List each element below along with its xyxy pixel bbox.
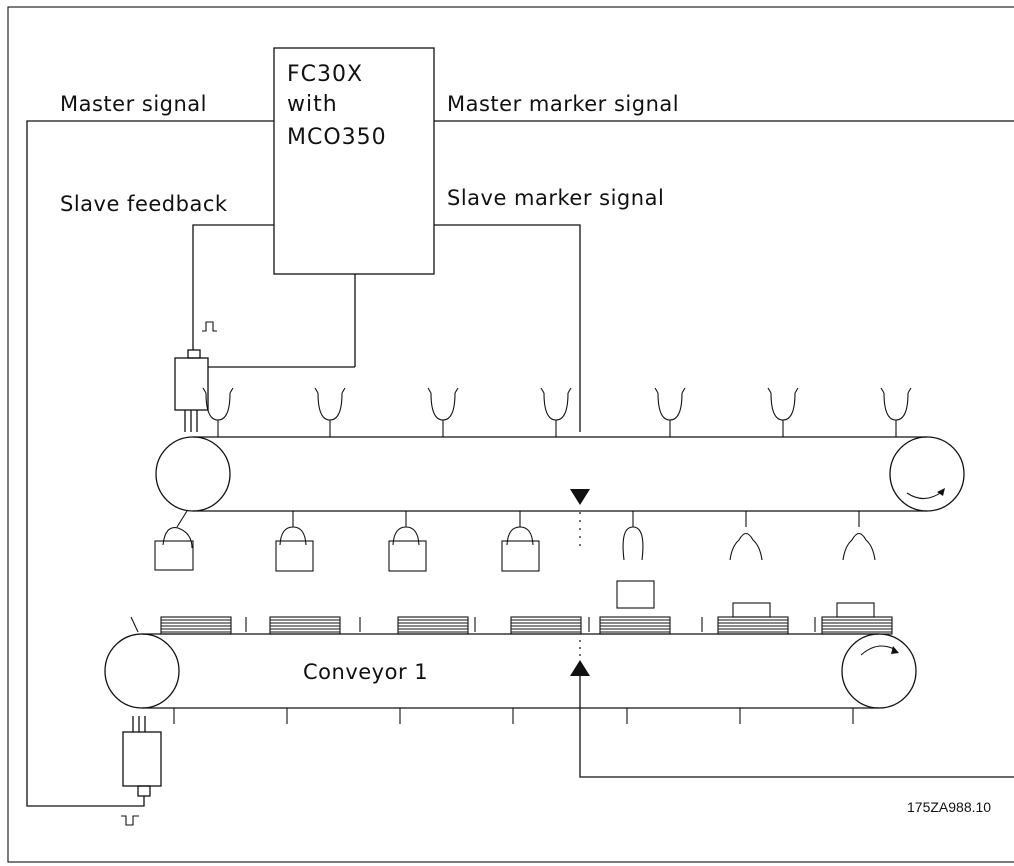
conveyor-items bbox=[130, 602, 893, 635]
square-pulse-icon bbox=[202, 321, 217, 332]
figure-reference: 175ZA988.10 bbox=[907, 799, 991, 815]
slave-marker-signal-label: Slave marker signal bbox=[447, 186, 664, 210]
outer-frame bbox=[7, 6, 1014, 863]
slave-feedback-label: Slave feedback bbox=[60, 192, 228, 216]
slave-belt bbox=[155, 436, 965, 512]
master-marker-arrow bbox=[570, 660, 1014, 778]
controller-box: FC30X with MCO350 bbox=[273, 47, 435, 275]
slave-marker-arrow bbox=[570, 489, 590, 505]
rotation-arrow-icon bbox=[860, 645, 899, 656]
slave-encoder bbox=[174, 349, 209, 432]
slave-marker-wire bbox=[434, 224, 581, 432]
controller-with: with bbox=[287, 92, 338, 117]
square-pulse-inverted-icon bbox=[121, 815, 139, 826]
controller-option: MCO350 bbox=[287, 125, 387, 150]
product-drop bbox=[616, 580, 655, 609]
slave-feedback-wire bbox=[192, 224, 356, 368]
rotation-arrow-icon bbox=[906, 488, 945, 500]
controller-model: FC30X bbox=[287, 62, 363, 87]
master-signal-wire bbox=[26, 120, 274, 807]
conveyor-label: Conveyor 1 bbox=[303, 660, 428, 684]
master-marker-signal-label: Master marker signal bbox=[447, 92, 679, 116]
master-encoder bbox=[122, 716, 162, 797]
bottom-grippers bbox=[154, 510, 876, 572]
master-signal-label: Master signal bbox=[60, 92, 207, 116]
top-grippers bbox=[202, 387, 912, 437]
master-conveyor bbox=[104, 633, 917, 724]
